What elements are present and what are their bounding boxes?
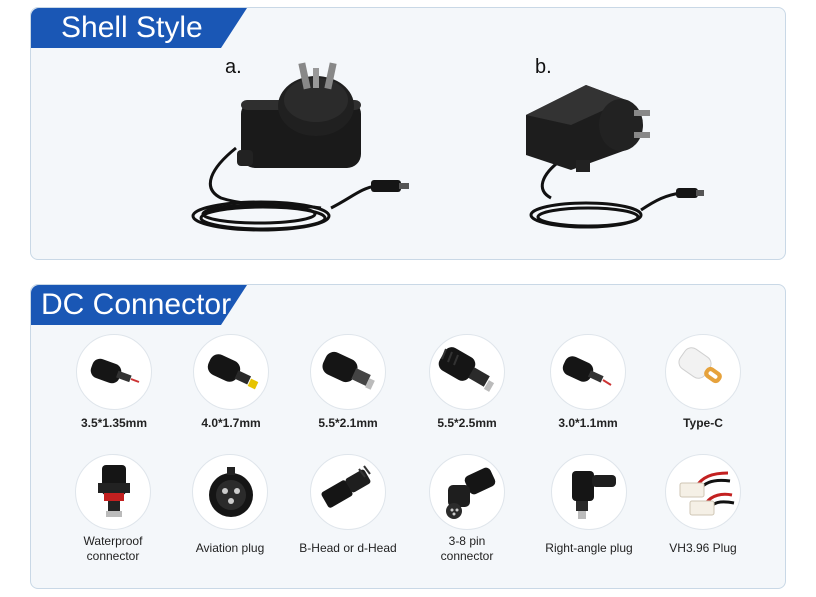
wall-adapter-vertical-au-plug-icon: [191, 62, 409, 232]
usb-c-plug-icon: [678, 347, 722, 384]
connector-label: B-Head or d-Head: [299, 541, 397, 555]
option-a-label: a.: [225, 56, 242, 78]
aviation-plug-icon: [209, 467, 253, 517]
shell-style-title: Shell Style: [31, 8, 247, 48]
dc-connector-title: DC Connector: [31, 285, 247, 325]
connector-label: Waterproof connector: [83, 534, 143, 563]
connector-b-head-item[interactable]: [310, 454, 386, 530]
connector-3-0x1-1-item[interactable]: [550, 334, 626, 410]
connector-right-angle-item[interactable]: [551, 454, 627, 530]
connector-label: 3-8 pin connector: [440, 534, 494, 563]
connector-label: VH3.96 Plug: [669, 541, 737, 555]
connector-label: 3.0*1.1mm: [558, 416, 618, 430]
right-angle-plug-icon: [572, 471, 616, 519]
dc-connector-panel: DC Connector: [30, 284, 786, 589]
connector-5-5x2-1-item[interactable]: [310, 334, 386, 410]
wall-adapter-horizontal-au-plug-icon: [526, 85, 704, 229]
waterproof-connector-icon: [98, 465, 130, 517]
connector-3-5x1-35-item[interactable]: [76, 334, 152, 410]
connector-label: Aviation plug: [195, 541, 265, 555]
connector-type-c-item[interactable]: [665, 334, 741, 410]
connector-4-0x1-7-item[interactable]: [193, 334, 269, 410]
connector-aviation-item[interactable]: [192, 454, 268, 530]
connector-label: 5.5*2.5mm: [437, 416, 497, 430]
connector-label: Right-angle plug: [545, 541, 633, 555]
barrel-plug-icon: [90, 358, 140, 384]
b-head-plug-icon: [321, 465, 371, 508]
connector-5-5x2-5-item[interactable]: [429, 334, 505, 410]
connector-vh396-item[interactable]: [665, 454, 741, 530]
barrel-plug-icon: [438, 347, 495, 392]
connector-label: 5.5*2.1mm: [318, 416, 378, 430]
vh396-plug-icon: [679, 471, 735, 516]
barrel-plug-icon: [562, 356, 612, 386]
option-b-label: b.: [535, 56, 552, 78]
connector-label: 4.0*1.7mm: [201, 416, 261, 430]
barrel-plug-yellow-tip-icon: [207, 354, 259, 390]
connector-label: Type-C: [683, 416, 723, 430]
barrel-plug-icon: [322, 351, 375, 390]
connector-3-8-pin-item[interactable]: [429, 454, 505, 530]
connector-label: 3.5*1.35mm: [80, 416, 148, 430]
din-pin-connector-icon: [446, 467, 496, 519]
connector-waterproof-item[interactable]: [75, 454, 151, 530]
shell-style-panel: Shell Style a. b.: [30, 7, 786, 260]
